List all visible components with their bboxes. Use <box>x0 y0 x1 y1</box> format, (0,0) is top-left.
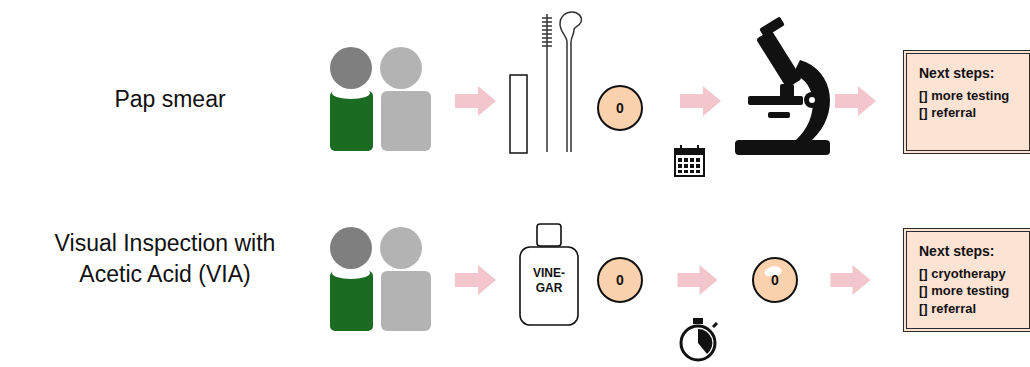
row-title: Visual Inspection with Acetic Acid (VIA) <box>40 228 290 290</box>
people-icon <box>330 227 431 331</box>
box-heading: Next steps: <box>919 64 1025 83</box>
checklist-item: [] referral <box>919 104 1025 122</box>
bottle-label: VINE- GAR <box>526 266 572 296</box>
vinegar-bottle: VINE- GAR <box>518 222 580 328</box>
calendar-icon <box>675 145 704 176</box>
cervix-circle: 0 <box>752 257 798 303</box>
checklist-item: [] referral <box>919 300 1025 318</box>
sample-tube <box>510 75 527 153</box>
checklist-item: [] more testing <box>919 282 1025 300</box>
checklist-item: [] cryotherapy <box>919 265 1025 283</box>
flow-arrow <box>678 265 718 295</box>
circle-label: 0 <box>616 100 624 116</box>
microscope-icon <box>735 16 830 155</box>
cervix-circle: 0 <box>597 85 643 131</box>
circle-label: 0 <box>771 272 779 288</box>
next-steps-box: Next steps: [] more testing[] referral <box>903 50 1030 154</box>
box-heading: Next steps: <box>919 242 1025 261</box>
spatula <box>560 12 581 152</box>
checklist-item: [] more testing <box>919 87 1025 105</box>
people-icon <box>330 47 431 151</box>
circle-label: 0 <box>616 272 624 288</box>
cyto-brush <box>542 14 552 152</box>
cervix-circle: 0 <box>597 257 643 303</box>
flow-arrow <box>831 265 871 295</box>
next-steps-box: Next steps: [] cryotherapy[] more testing… <box>903 228 1030 332</box>
row-title: Pap smear <box>90 84 250 115</box>
stopwatch-icon <box>681 318 717 360</box>
